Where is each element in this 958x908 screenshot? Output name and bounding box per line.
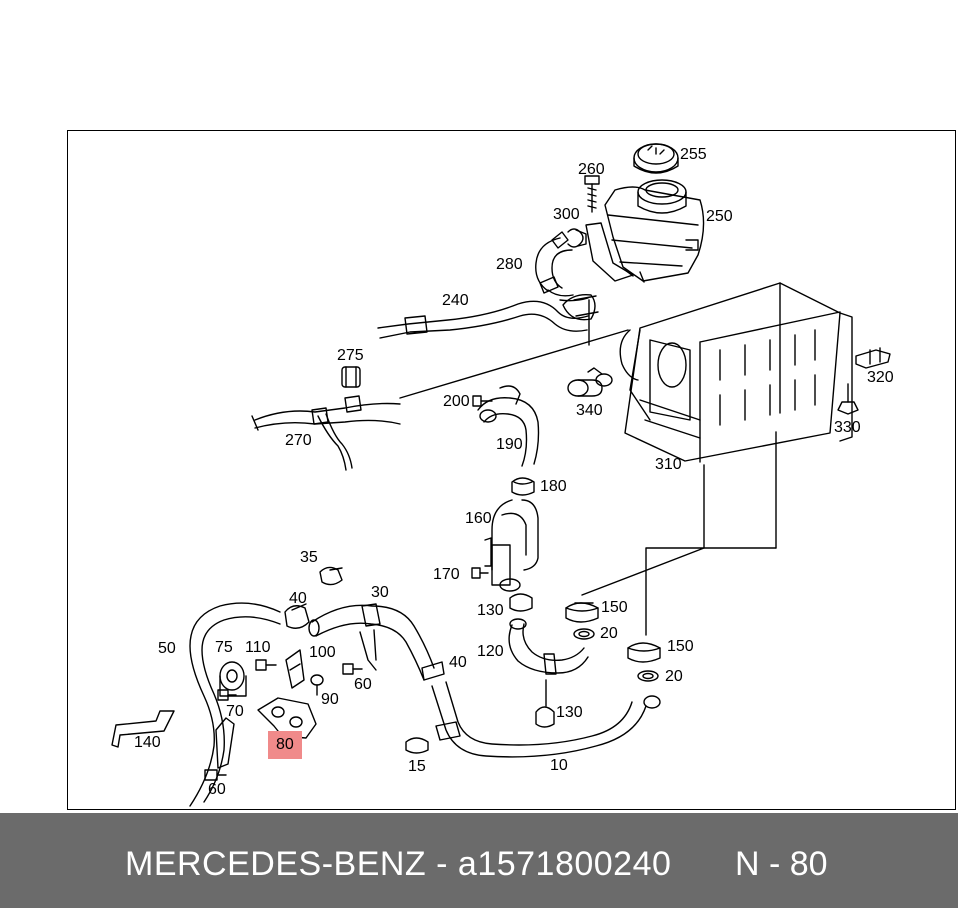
callout-255: 255 [680, 146, 707, 163]
callout-20-lower: 20 [665, 668, 683, 685]
clamp-150-lower [627, 642, 661, 663]
callout-190: 190 [496, 436, 523, 453]
intercooler-310 [619, 282, 853, 549]
callout-250: 250 [706, 208, 733, 225]
caption-bar: MERCEDES-BENZ - a1571800240 N - 80 [0, 813, 958, 908]
bolt-110 [255, 659, 277, 671]
clamp-15 [405, 737, 429, 754]
sensor-340 [567, 367, 613, 397]
hose-120 [508, 618, 589, 675]
clamp-180 [511, 477, 535, 496]
bolt-60-upper [342, 663, 363, 675]
bolt-90 [310, 674, 324, 696]
clamp-35 [319, 566, 343, 586]
callout-330: 330 [834, 419, 861, 436]
bracket-100 [285, 649, 305, 689]
callout-140: 140 [134, 734, 161, 751]
callout-120: 120 [477, 643, 504, 660]
pipe-240 [377, 294, 599, 346]
callout-320: 320 [867, 369, 894, 386]
cap-255 [633, 143, 679, 174]
seal-20-upper [573, 628, 595, 640]
callout-110: 110 [245, 639, 271, 656]
clamp-300 [567, 228, 587, 248]
hose-280 [535, 231, 589, 302]
callout-130-lower: 130 [556, 704, 583, 721]
callout-90: 90 [321, 691, 339, 708]
callout-240: 240 [442, 292, 469, 309]
callout-150-upper: 150 [601, 599, 628, 616]
diagram-reference: N - 80 [735, 845, 828, 883]
hose-270 [251, 329, 629, 471]
bolt-260 [584, 175, 600, 213]
callout-270: 270 [285, 432, 312, 449]
callout-20-upper: 20 [600, 625, 618, 642]
clamp-130-lower [535, 679, 555, 728]
bolt-70 [217, 689, 237, 701]
callout-70: 70 [226, 703, 244, 720]
bolt-330 [837, 383, 859, 415]
callout-160: 160 [465, 510, 492, 527]
callout-50: 50 [158, 640, 176, 657]
callout-260: 260 [578, 161, 605, 178]
callout-280: 280 [496, 256, 523, 273]
callout-35: 35 [300, 549, 318, 566]
callout-300: 300 [553, 206, 580, 223]
expansion-tank-250 [585, 179, 705, 283]
callout-275: 275 [337, 347, 364, 364]
bolt-60-lower [204, 769, 227, 781]
clamp-40-upper [284, 603, 310, 629]
callout-60-upper: 60 [354, 676, 372, 693]
callout-10: 10 [550, 757, 568, 774]
callout-340: 340 [576, 402, 603, 419]
callout-40-lower: 40 [449, 654, 467, 671]
bracket-80 [257, 697, 317, 739]
hose-30 [308, 603, 435, 681]
callout-60-lower: 60 [208, 781, 226, 798]
clip-275 [341, 366, 361, 388]
callout-30: 30 [371, 584, 389, 601]
bracket-75 [219, 661, 247, 697]
callout-200: 200 [443, 393, 470, 410]
callout-80[interactable]: 80 [268, 731, 302, 759]
bracket-140 [111, 710, 235, 769]
diagram-frame [67, 130, 956, 810]
seal-20-lower [637, 670, 659, 682]
hose-160 [484, 499, 539, 592]
clamp-130-upper [509, 593, 533, 612]
callout-15: 15 [408, 758, 426, 775]
clamp-150-upper [565, 602, 599, 623]
clamp-40-lower [421, 661, 445, 681]
hose-190 [477, 385, 540, 467]
connector-320 [855, 347, 891, 369]
callout-180: 180 [540, 478, 567, 495]
bolt-170 [471, 567, 489, 579]
callout-100: 100 [309, 644, 336, 661]
callout-310: 310 [655, 456, 682, 473]
callout-170: 170 [433, 566, 460, 583]
callout-40-upper: 40 [289, 590, 307, 607]
hose-50 [189, 602, 281, 807]
part-number-caption: MERCEDES-BENZ - a1571800240 [125, 845, 672, 883]
callout-75: 75 [215, 639, 233, 656]
callout-130-upper: 130 [477, 602, 504, 619]
callout-150-lower: 150 [667, 638, 694, 655]
hose-10 [431, 681, 661, 758]
